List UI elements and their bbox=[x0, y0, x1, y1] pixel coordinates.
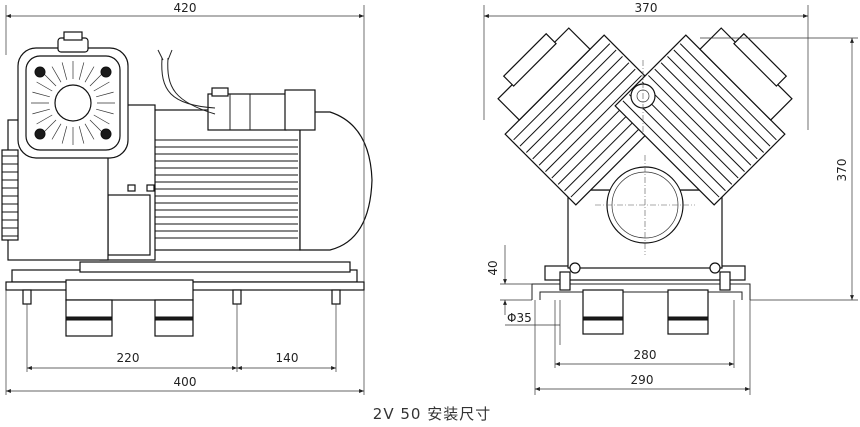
dim-overall-height: 370 bbox=[835, 159, 849, 182]
cooling-fin bbox=[667, 56, 764, 153]
front-view bbox=[497, 27, 793, 335]
cooling-fin bbox=[78, 62, 85, 80]
dim-hole-diameter: Φ35 bbox=[507, 311, 532, 325]
cooling-fin bbox=[43, 73, 57, 87]
cooling-fin bbox=[93, 114, 110, 125]
side-dampers bbox=[65, 279, 194, 337]
cooling-fin bbox=[648, 75, 745, 172]
cooling-fin bbox=[32, 91, 50, 98]
cooling-fin bbox=[61, 126, 68, 144]
cooling-fin bbox=[519, 49, 617, 147]
cooling-fin bbox=[526, 56, 623, 153]
cooling-fin bbox=[673, 49, 771, 147]
cooling-fin bbox=[679, 43, 777, 141]
dim-mount-spacing-b: 140 bbox=[276, 351, 299, 365]
cooling-fin bbox=[96, 91, 114, 98]
cooling-fin bbox=[513, 43, 611, 141]
front-dimensions: 370 370 40 Φ35 280 290 bbox=[483, 1, 858, 395]
side-view bbox=[1, 31, 373, 337]
cooling-fin bbox=[96, 108, 114, 115]
cooling-fin bbox=[641, 81, 739, 179]
cooling-fin bbox=[61, 62, 68, 80]
cooling-fin bbox=[32, 108, 50, 115]
dim-foot-height: 40 bbox=[486, 260, 500, 275]
cooling-fin bbox=[36, 114, 53, 125]
cooling-fin bbox=[545, 75, 642, 172]
pump-head bbox=[1, 31, 129, 261]
cooling-fin bbox=[628, 94, 726, 192]
cooling-fin bbox=[51, 66, 62, 83]
dim-mount-spacing-a: 220 bbox=[117, 351, 140, 365]
dim-mount-width-inner: 280 bbox=[634, 348, 657, 362]
cooling-fin bbox=[36, 81, 53, 92]
cooling-fin bbox=[660, 62, 758, 160]
cooling-fin bbox=[532, 62, 630, 160]
cooling-fin bbox=[538, 68, 636, 166]
electric-cable bbox=[157, 49, 216, 115]
drawing-caption: 2V 50 安装尺寸 bbox=[373, 405, 491, 423]
cooling-fin bbox=[622, 100, 720, 198]
cooling-fin bbox=[93, 81, 110, 92]
cooling-fin bbox=[51, 123, 62, 140]
cooling-fin bbox=[84, 66, 95, 83]
dim-mount-width-outer: 290 bbox=[631, 373, 654, 387]
cooling-fin bbox=[84, 123, 95, 140]
right-cylinder bbox=[614, 27, 793, 206]
dim-base-length: 400 bbox=[174, 375, 197, 389]
motor-body bbox=[149, 87, 373, 251]
cooling-fin bbox=[654, 68, 752, 166]
side-dimensions: 420 220 140 400 bbox=[5, 1, 365, 395]
cooling-fin bbox=[43, 119, 57, 133]
dim-overall-width: 370 bbox=[635, 1, 658, 15]
cooling-fin bbox=[89, 73, 103, 87]
dim-overall-length: 420 bbox=[174, 1, 197, 15]
cooling-fin bbox=[89, 119, 103, 133]
cooling-fin bbox=[78, 126, 85, 144]
